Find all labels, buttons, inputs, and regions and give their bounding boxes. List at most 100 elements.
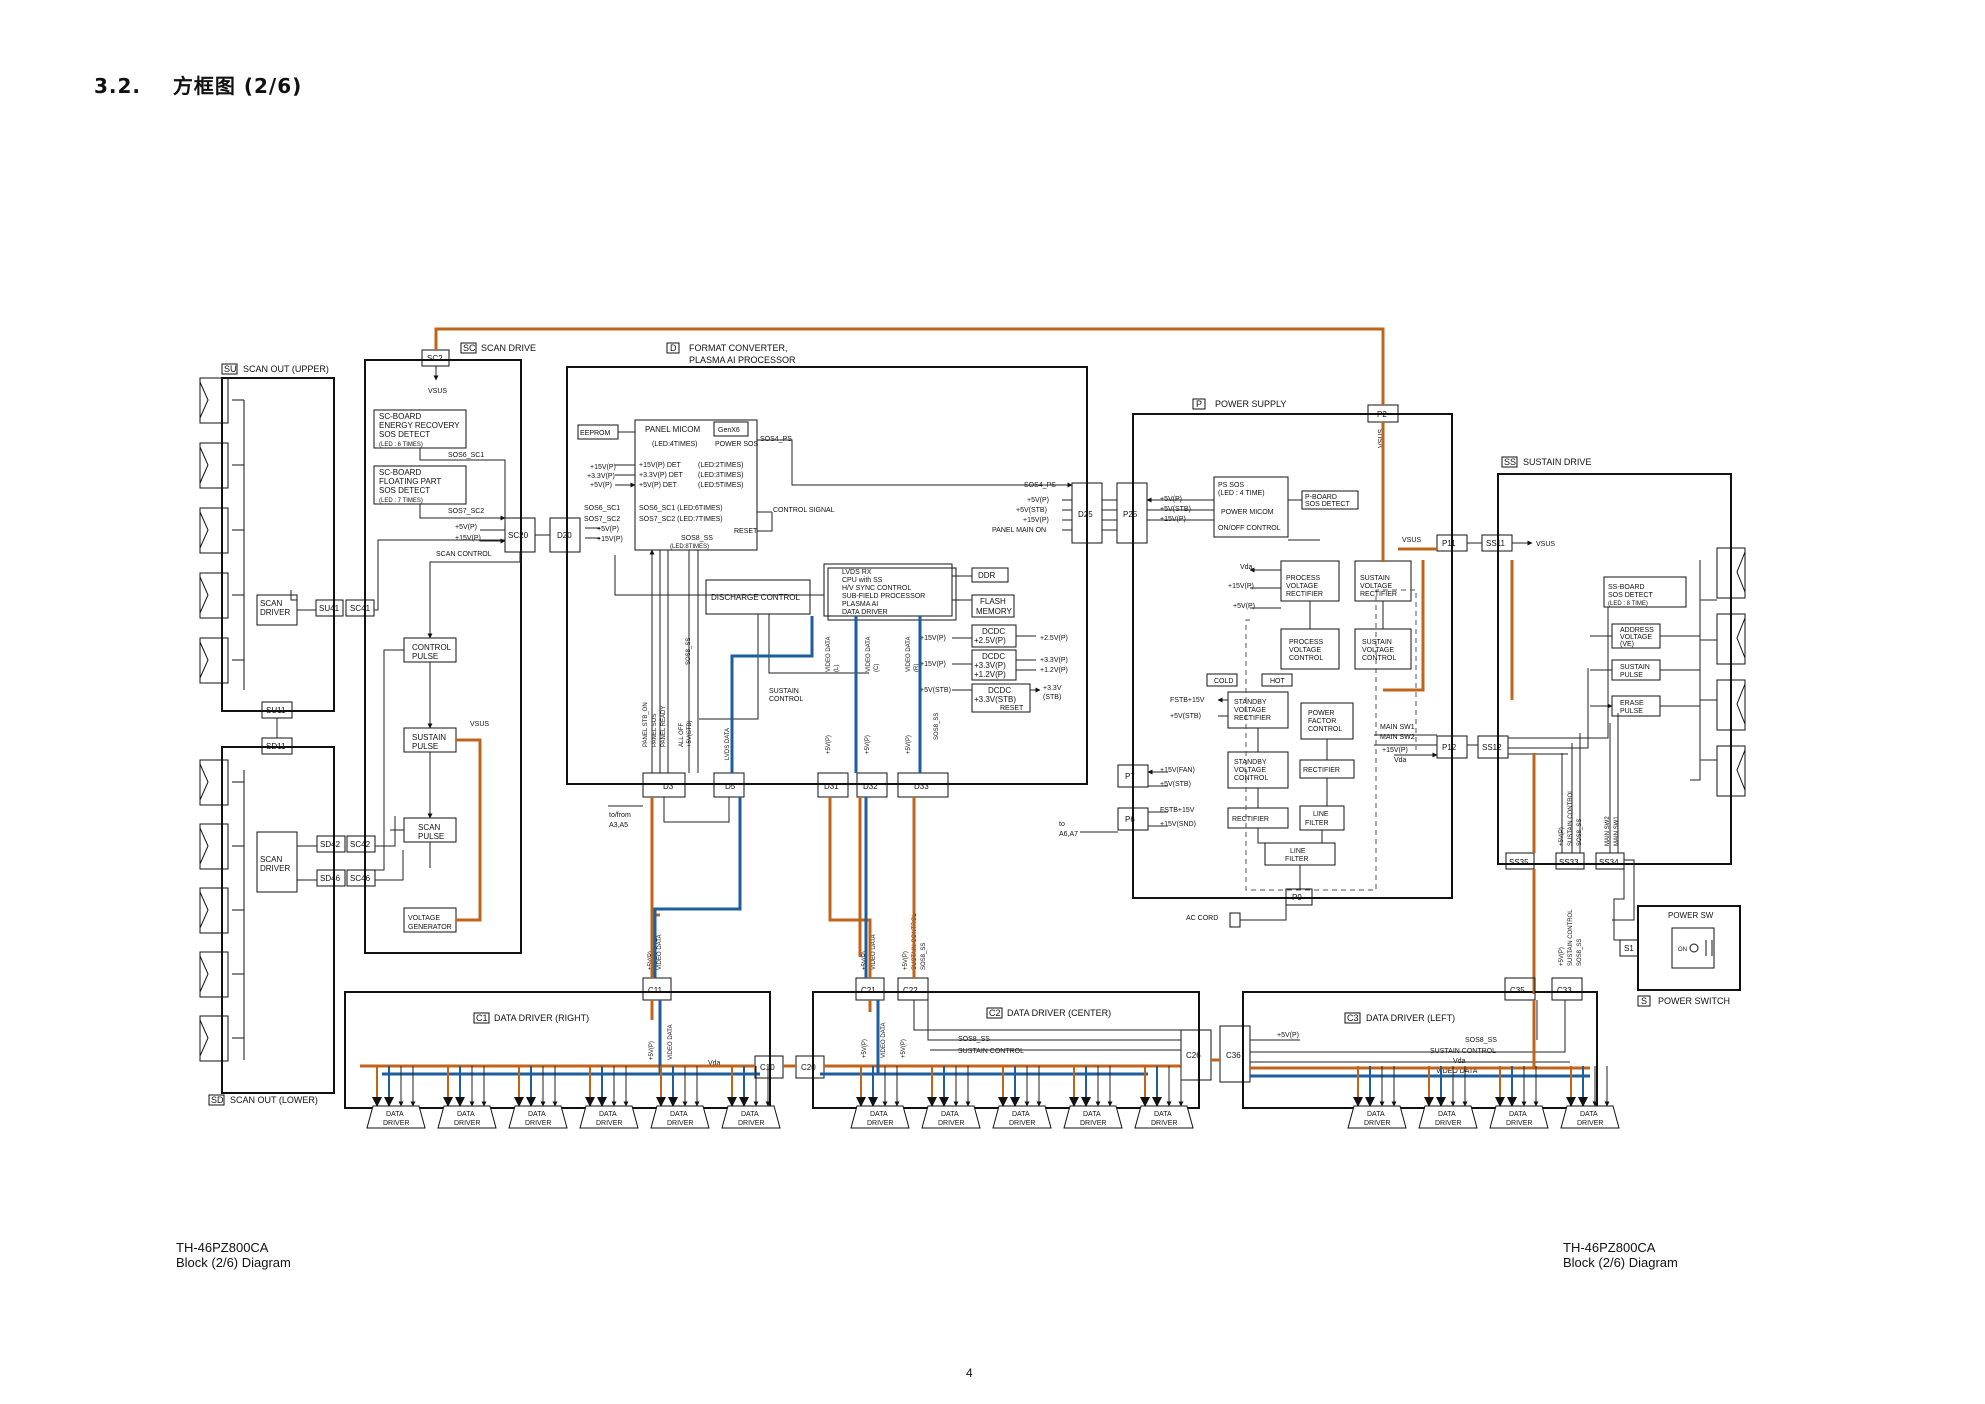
board-su-frame	[221, 377, 335, 712]
svg-text:MAIN SW1: MAIN SW1	[1614, 816, 1620, 846]
svg-text:LINE: LINE	[1313, 811, 1329, 818]
svg-text:PULSE: PULSE	[418, 832, 444, 841]
connector-ss33: SS33	[1559, 858, 1579, 867]
connector-d31: D31	[824, 782, 839, 791]
ddr-box	[971, 567, 1009, 583]
svg-text:(LED : 6 TIMES): (LED : 6 TIMES)	[379, 442, 423, 448]
svg-text:PANEL SOS: PANEL SOS	[652, 714, 658, 747]
data-driver-connector-text: C11 C10 C20 C21 C22 C26 C36 C35 C33	[648, 986, 1572, 1072]
data-driver-label: DATA	[1154, 1111, 1172, 1118]
connector-su11: SU11	[266, 706, 286, 715]
data-driver-label: DRIVER	[1435, 1120, 1461, 1127]
svg-text:SOS8_SS: SOS8_SS	[921, 943, 927, 970]
data-driver-label: DRIVER	[383, 1120, 409, 1127]
board-sc-id: SC	[463, 343, 476, 353]
board-sd-id: SD	[211, 1095, 224, 1105]
svg-text:DATA DRIVER: DATA DRIVER	[842, 609, 888, 616]
data-driver-label: DATA	[1438, 1111, 1456, 1118]
data-driver-label: DRIVER	[667, 1120, 693, 1127]
svg-text:(R): (R)	[914, 664, 920, 672]
svg-text:STANDBY: STANDBY	[1234, 699, 1267, 706]
svg-text:SS-BOARD: SS-BOARD	[1608, 584, 1645, 591]
svg-text:VOLTAGE: VOLTAGE	[1234, 767, 1266, 774]
p-board-text: P2 PS SOS (LED : 4 TIME) POWER MICOM ON/…	[1059, 410, 1457, 922]
svg-text:SCAN: SCAN	[418, 823, 440, 832]
svg-text:SUSTAIN: SUSTAIN	[1360, 575, 1390, 582]
connector-p6: P6	[1125, 815, 1135, 824]
svg-text:PANEL READY: PANEL READY	[661, 706, 667, 747]
power-switch-text: POWER SW S1 ON	[1624, 911, 1714, 953]
svg-text:+15V(P): +15V(P)	[1382, 747, 1408, 754]
board-c1-title: DATA DRIVER (RIGHT)	[494, 1013, 589, 1023]
svg-text:(VE): (VE)	[1620, 641, 1634, 648]
connector-sc41: SC41	[350, 604, 371, 613]
data-driver-label: DRIVER	[938, 1120, 964, 1127]
svg-text:(L): (L)	[834, 665, 840, 672]
sustain-electrodes	[1716, 547, 1746, 797]
board-sc-frame	[364, 359, 522, 954]
power-micom-box	[1213, 476, 1289, 538]
svg-text:Vda: Vda	[1394, 757, 1407, 764]
svg-text:(STB): (STB)	[1043, 694, 1061, 701]
connector-c21: C21	[861, 986, 876, 995]
connector-p25: P25	[1123, 510, 1138, 519]
svg-text:VSUS: VSUS	[1402, 537, 1421, 544]
connector-d32: D32	[863, 782, 878, 791]
svg-text:SOS7_SC2: SOS7_SC2	[584, 516, 620, 523]
connector-sd11: SD11	[266, 742, 286, 751]
svg-text:+15V(P): +15V(P)	[590, 464, 616, 471]
board-c3-id: C3	[1347, 1013, 1359, 1023]
svg-text:POWER: POWER	[1308, 710, 1334, 717]
svg-text:SOS DETECT: SOS DETECT	[1608, 592, 1653, 599]
svg-text:+5V(P): +5V(P)	[901, 1039, 907, 1058]
svg-text:+15V(P): +15V(P)	[1228, 583, 1254, 590]
data-driver-label: DRIVER	[1080, 1120, 1106, 1127]
board-c3-title: DATA DRIVER (LEFT)	[1366, 1013, 1455, 1023]
svg-text:RECTIFIER: RECTIFIER	[1234, 715, 1271, 722]
svg-text:+15V(P): +15V(P)	[1023, 517, 1049, 524]
footer-right-caption: Block (2/6) Diagram	[1563, 1255, 1678, 1270]
footer-left-caption: Block (2/6) Diagram	[176, 1255, 291, 1270]
connector-p2: P2	[1377, 410, 1387, 419]
svg-text:MAIN SW1: MAIN SW1	[1380, 724, 1415, 731]
svg-text:H/V SYNC CONTROL: H/V SYNC CONTROL	[842, 585, 911, 592]
data-driver-label: DATA	[1509, 1111, 1527, 1118]
svg-text:VIDEO DATA: VIDEO DATA	[871, 935, 877, 970]
svg-text:to/from: to/from	[609, 812, 631, 819]
svg-text:SC-BOARD: SC-BOARD	[379, 468, 421, 477]
data-driver-label: DRIVER	[596, 1120, 622, 1127]
svg-text:VSUS: VSUS	[428, 388, 447, 395]
svg-text:+5V(P): +5V(P)	[826, 735, 832, 754]
svg-text:SUSTAIN CONTROL: SUSTAIN CONTROL	[1568, 909, 1574, 966]
svg-text:+5V(P): +5V(P)	[590, 482, 612, 489]
connector-s1: S1	[1624, 944, 1634, 953]
d-board-wires	[585, 431, 1117, 823]
svg-text:PANEL MICOM: PANEL MICOM	[645, 425, 700, 434]
svg-text:DCDC: DCDC	[988, 686, 1011, 695]
svg-text:PULSE: PULSE	[412, 652, 438, 661]
svg-text:CONTROL SIGNAL: CONTROL SIGNAL	[773, 507, 835, 514]
svg-text:SOS6_SC1: SOS6_SC1	[448, 452, 484, 459]
svg-text:PULSE: PULSE	[1620, 708, 1643, 715]
svg-text:+3.3V(P): +3.3V(P)	[974, 661, 1006, 670]
board-ss-title: SUSTAIN DRIVE	[1523, 457, 1591, 467]
svg-text:ON: ON	[1678, 947, 1687, 953]
power-switch-blocks	[1619, 927, 1715, 969]
svg-text:+3.3V(STB): +3.3V(STB)	[974, 695, 1016, 704]
connector-sc2: SC2	[427, 354, 443, 363]
ss-sos-box	[1603, 576, 1687, 608]
svg-text:ERASE: ERASE	[1620, 700, 1644, 707]
svg-text:RECTIFIER: RECTIFIER	[1303, 767, 1340, 774]
svg-text:VIDEO DATA: VIDEO DATA	[668, 1025, 674, 1060]
board-su-id: SU	[224, 364, 237, 374]
svg-text:LVDS DATA: LVDS DATA	[725, 728, 731, 760]
footer-left-model: TH-46PZ800CA	[176, 1240, 269, 1255]
data-driver-label: DRIVER	[525, 1120, 551, 1127]
board-d-id: D	[670, 343, 677, 353]
data-driver-label: DATA	[1012, 1111, 1030, 1118]
